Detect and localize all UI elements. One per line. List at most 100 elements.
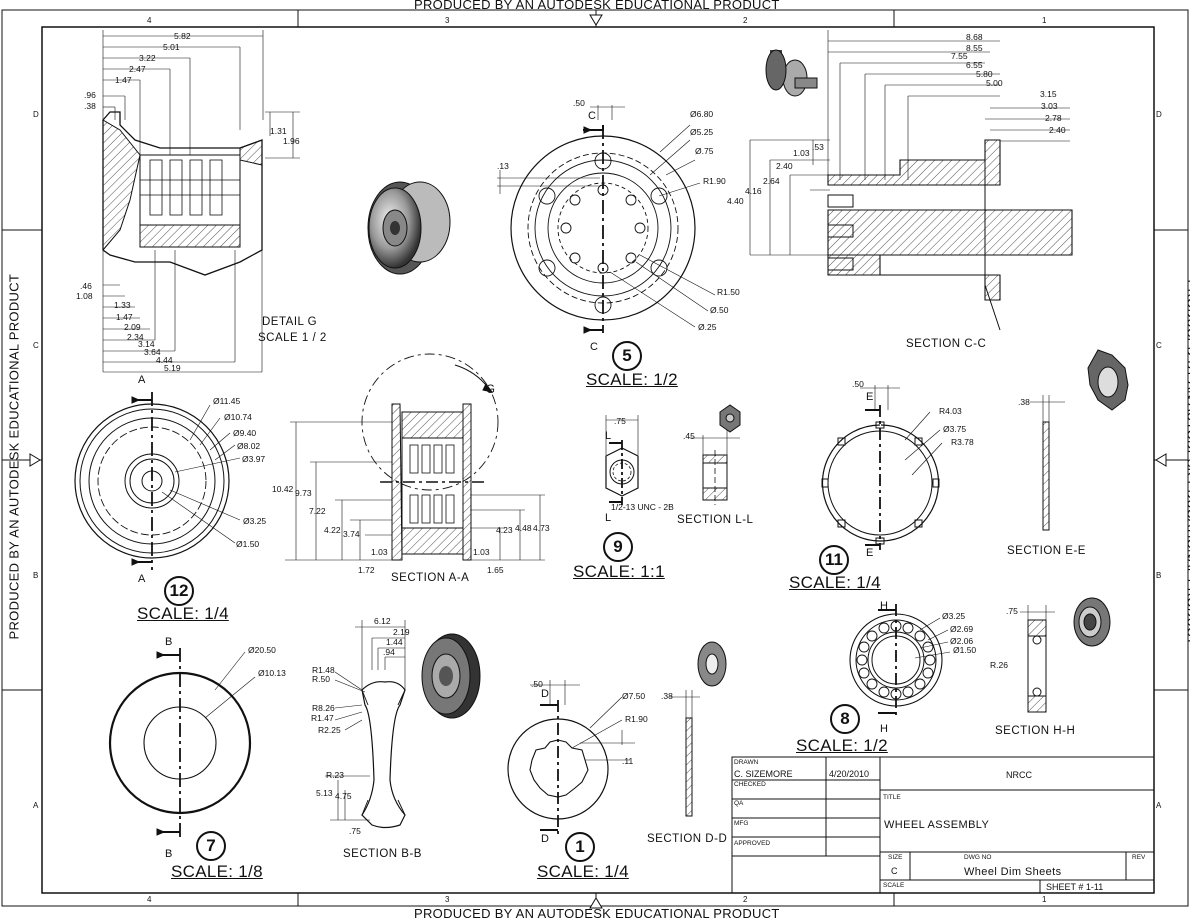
dim-label: 2.47 — [129, 64, 146, 74]
section-hh-title: SECTION H-H — [995, 725, 1075, 737]
tb-sheet: SHEET # 1-11 — [1046, 882, 1103, 892]
dim-label: Ø3.75 — [943, 424, 966, 434]
view5-drawing — [497, 105, 715, 333]
dim-label: Ø9.40 — [233, 428, 256, 438]
view12-drawing — [75, 392, 240, 570]
view1-drawing — [508, 680, 635, 835]
thread-callout: 1/2-13 UNC - 2B — [611, 502, 674, 512]
dim-label: 1.03 — [793, 148, 810, 158]
dim-label: 2.78 — [1045, 113, 1062, 123]
section-a-letter-bottom: A — [138, 573, 146, 585]
view8-number: 8 — [830, 704, 860, 734]
view12-scale: SCALE: 1/4 — [137, 604, 229, 624]
dim-label: .94 — [383, 647, 395, 657]
tb-drawn-by: C. SIZEMORE — [734, 769, 793, 779]
section-b-letter-top: B — [165, 636, 173, 648]
section-dd-title: SECTION D-D — [647, 833, 727, 845]
view8-scale: SCALE: 1/2 — [796, 736, 888, 756]
zone-row-b: B — [33, 571, 38, 580]
section-h-letter-bottom: H — [880, 723, 888, 735]
zone-row-c-right: C — [1156, 341, 1162, 350]
section-c-letter-bottom: C — [590, 341, 598, 353]
section-ee-drawing — [1030, 350, 1128, 530]
dim-label: 1.08 — [76, 291, 93, 301]
dim-label: .96 — [84, 90, 96, 100]
dim-label: 1.96 — [283, 136, 300, 146]
dim-label: R2.25 — [318, 725, 341, 735]
dim-label: R1.50 — [717, 287, 740, 297]
view5-scale: SCALE: 1/2 — [586, 370, 678, 390]
dim-label: 1.03 — [473, 547, 490, 557]
section-d-letter-top: D — [541, 688, 549, 700]
tb-dwg-no: Wheel Dim Sheets — [964, 866, 1062, 878]
dim-label: 3.22 — [139, 53, 156, 63]
zone-col-1-bottom: 1 — [1042, 895, 1046, 904]
dim-label: 8.55 — [966, 43, 983, 53]
dim-label: R1.90 — [703, 176, 726, 186]
zone-col-3: 3 — [445, 16, 449, 25]
dim-label: Ø20.50 — [248, 645, 276, 655]
dim-label: 3.74 — [343, 529, 360, 539]
dim-label: 1.33 — [114, 300, 131, 310]
view7-drawing — [110, 648, 255, 840]
dim-label: Ø11.45 — [213, 396, 240, 406]
view5-number: 5 — [612, 341, 642, 371]
dim-label: Ø10.74 — [224, 412, 252, 422]
dim-label: 1.47 — [116, 312, 133, 322]
dim-label: 5.00 — [986, 78, 1003, 88]
section-ee-title: SECTION E-E — [1007, 545, 1086, 557]
dim-label: .38 — [661, 691, 673, 701]
section-a-letter-top: A — [138, 374, 146, 386]
dim-label: 4.16 — [745, 186, 762, 196]
view11-scale: SCALE: 1/4 — [789, 573, 881, 593]
tb-approved-label: APPROVED — [734, 840, 770, 847]
dim-label: 3.15 — [1040, 89, 1057, 99]
dim-label: R8.26 — [312, 703, 335, 713]
zone-row-d-right: D — [1156, 110, 1162, 119]
dim-label: Ø2.69 — [950, 624, 973, 634]
view11-number: 11 — [819, 545, 849, 575]
section-e-letter-bottom: E — [866, 547, 874, 559]
dim-label: 1.03 — [371, 547, 388, 557]
dim-label: 2.40 — [1049, 125, 1066, 135]
dim-label: .75 — [614, 416, 626, 426]
dim-label: .75 — [1006, 606, 1018, 616]
section-aa-title: SECTION A-A — [391, 572, 469, 584]
section-bb-title: SECTION B-B — [343, 848, 422, 860]
dim-label: R1.47 — [311, 713, 334, 723]
section-b-letter-bottom: B — [165, 848, 173, 860]
dim-label: 2.40 — [776, 161, 793, 171]
dim-label: Ø1.50 — [953, 645, 976, 655]
zone-row-d: D — [33, 110, 39, 119]
dim-label: R.26 — [990, 660, 1008, 670]
section-hh-drawing — [1020, 598, 1110, 712]
dim-label: 3.03 — [1041, 101, 1058, 111]
tb-size: C — [891, 866, 898, 876]
dim-label: .46 — [80, 281, 92, 291]
dim-label: Ø.50 — [710, 305, 728, 315]
dim-label: .53 — [812, 142, 824, 152]
section-l-letter-top: L — [605, 430, 612, 442]
dim-label: 7.22 — [309, 506, 326, 516]
dim-label: 1.31 — [270, 126, 287, 136]
dim-label: .75 — [349, 826, 361, 836]
tb-size-label: SIZE — [888, 854, 902, 861]
view7-scale: SCALE: 1/8 — [171, 862, 263, 882]
dim-label: 9.73 — [295, 488, 312, 498]
section-ll-title: SECTION L-L — [677, 514, 753, 526]
zone-row-c: C — [33, 341, 39, 350]
dim-label: Ø3.25 — [942, 611, 965, 621]
dim-label: 10.42 — [272, 484, 293, 494]
watermark-right: PRODUCED BY AN AUTODESK EDUCATIONAL PROD… — [1185, 280, 1190, 640]
dim-label: .50 — [531, 679, 543, 689]
dim-label: 6.12 — [374, 616, 391, 626]
tb-mfg-label: MFG — [734, 820, 748, 827]
section-cc-title: SECTION C-C — [906, 338, 986, 350]
view7-number: 7 — [196, 831, 226, 861]
dim-label: .45 — [683, 431, 695, 441]
dim-label: R1.90 — [625, 714, 648, 724]
dim-label: Ø1.50 — [236, 539, 259, 549]
dim-label: 2.64 — [763, 176, 780, 186]
section-h-letter-top: H — [880, 600, 888, 612]
